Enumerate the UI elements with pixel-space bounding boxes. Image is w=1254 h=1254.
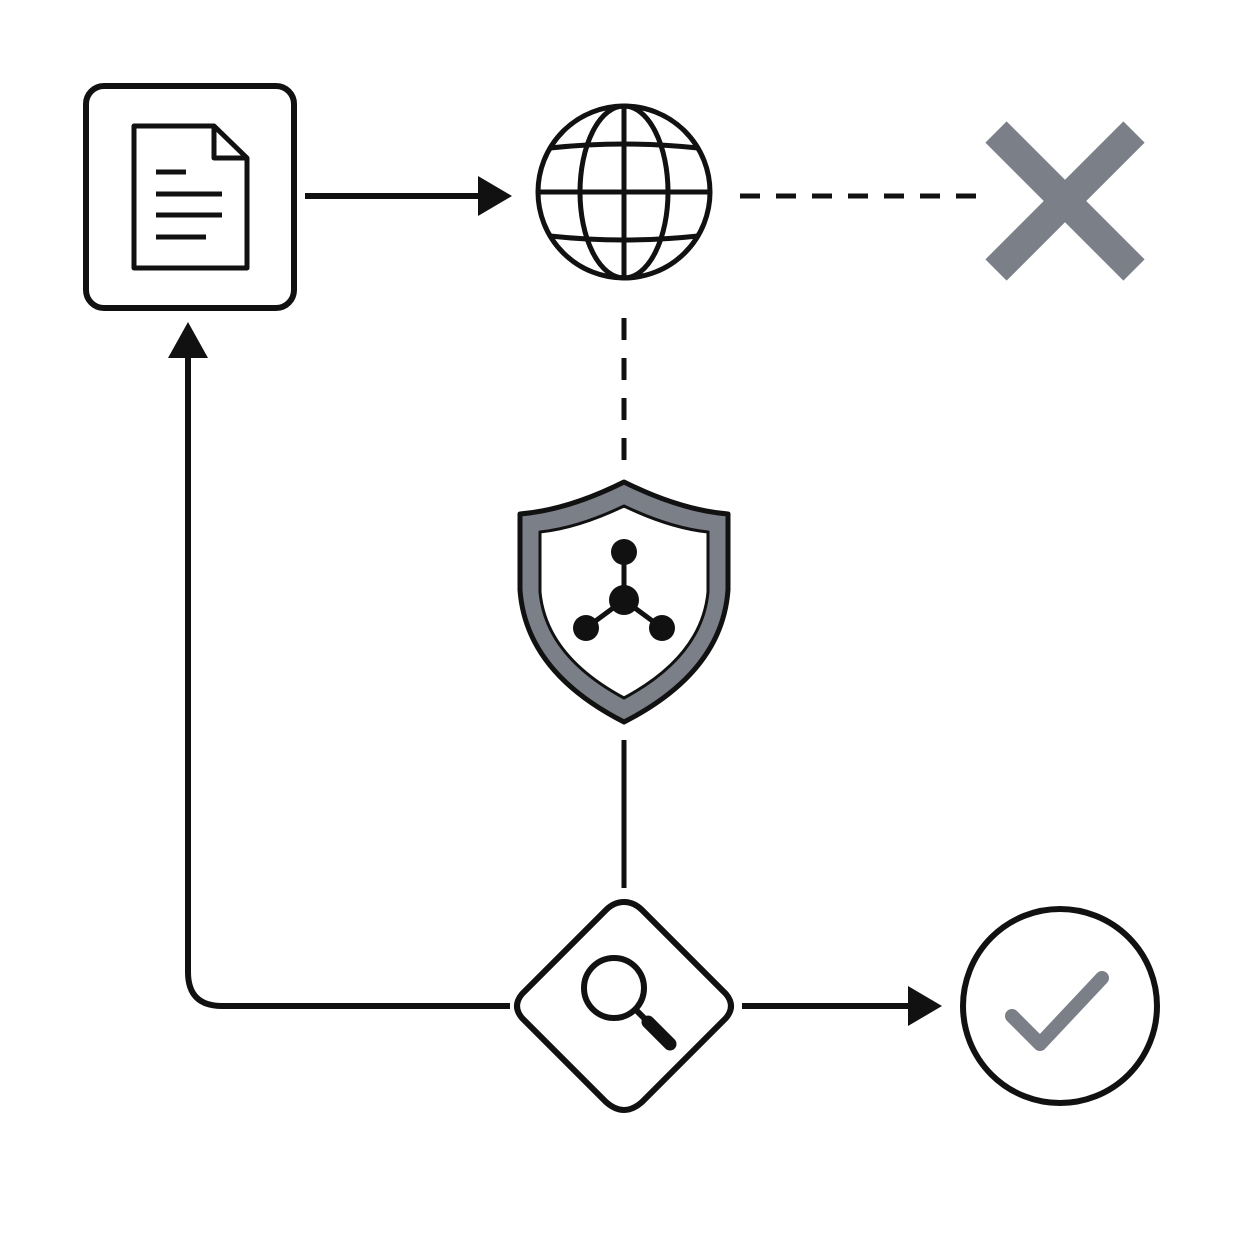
edge-inspection-to-approved	[742, 986, 942, 1026]
checkmark-icon	[1005, 971, 1109, 1051]
edge-document-to-internet	[305, 176, 512, 216]
shield-network-icon	[517, 479, 731, 725]
magnifier-icon	[581, 955, 677, 1051]
network-nodes-icon	[573, 539, 675, 641]
node-approved[interactable]	[960, 906, 1160, 1106]
node-document[interactable]	[83, 83, 297, 311]
node-rejected[interactable]	[985, 121, 1145, 281]
x-mark-icon	[985, 121, 1145, 281]
arrowhead-approved	[908, 986, 942, 1026]
arrowhead-document	[168, 322, 208, 358]
approved-circle	[960, 906, 1160, 1106]
arrowhead-internet	[478, 176, 512, 216]
diamond-box	[514, 899, 734, 1113]
edge-inspection-to-document	[168, 322, 510, 1009]
globe-icon	[535, 103, 713, 281]
node-internet[interactable]	[535, 103, 713, 281]
document-icon	[131, 123, 250, 271]
node-protection[interactable]	[517, 479, 731, 725]
node-inspection[interactable]	[514, 899, 734, 1113]
